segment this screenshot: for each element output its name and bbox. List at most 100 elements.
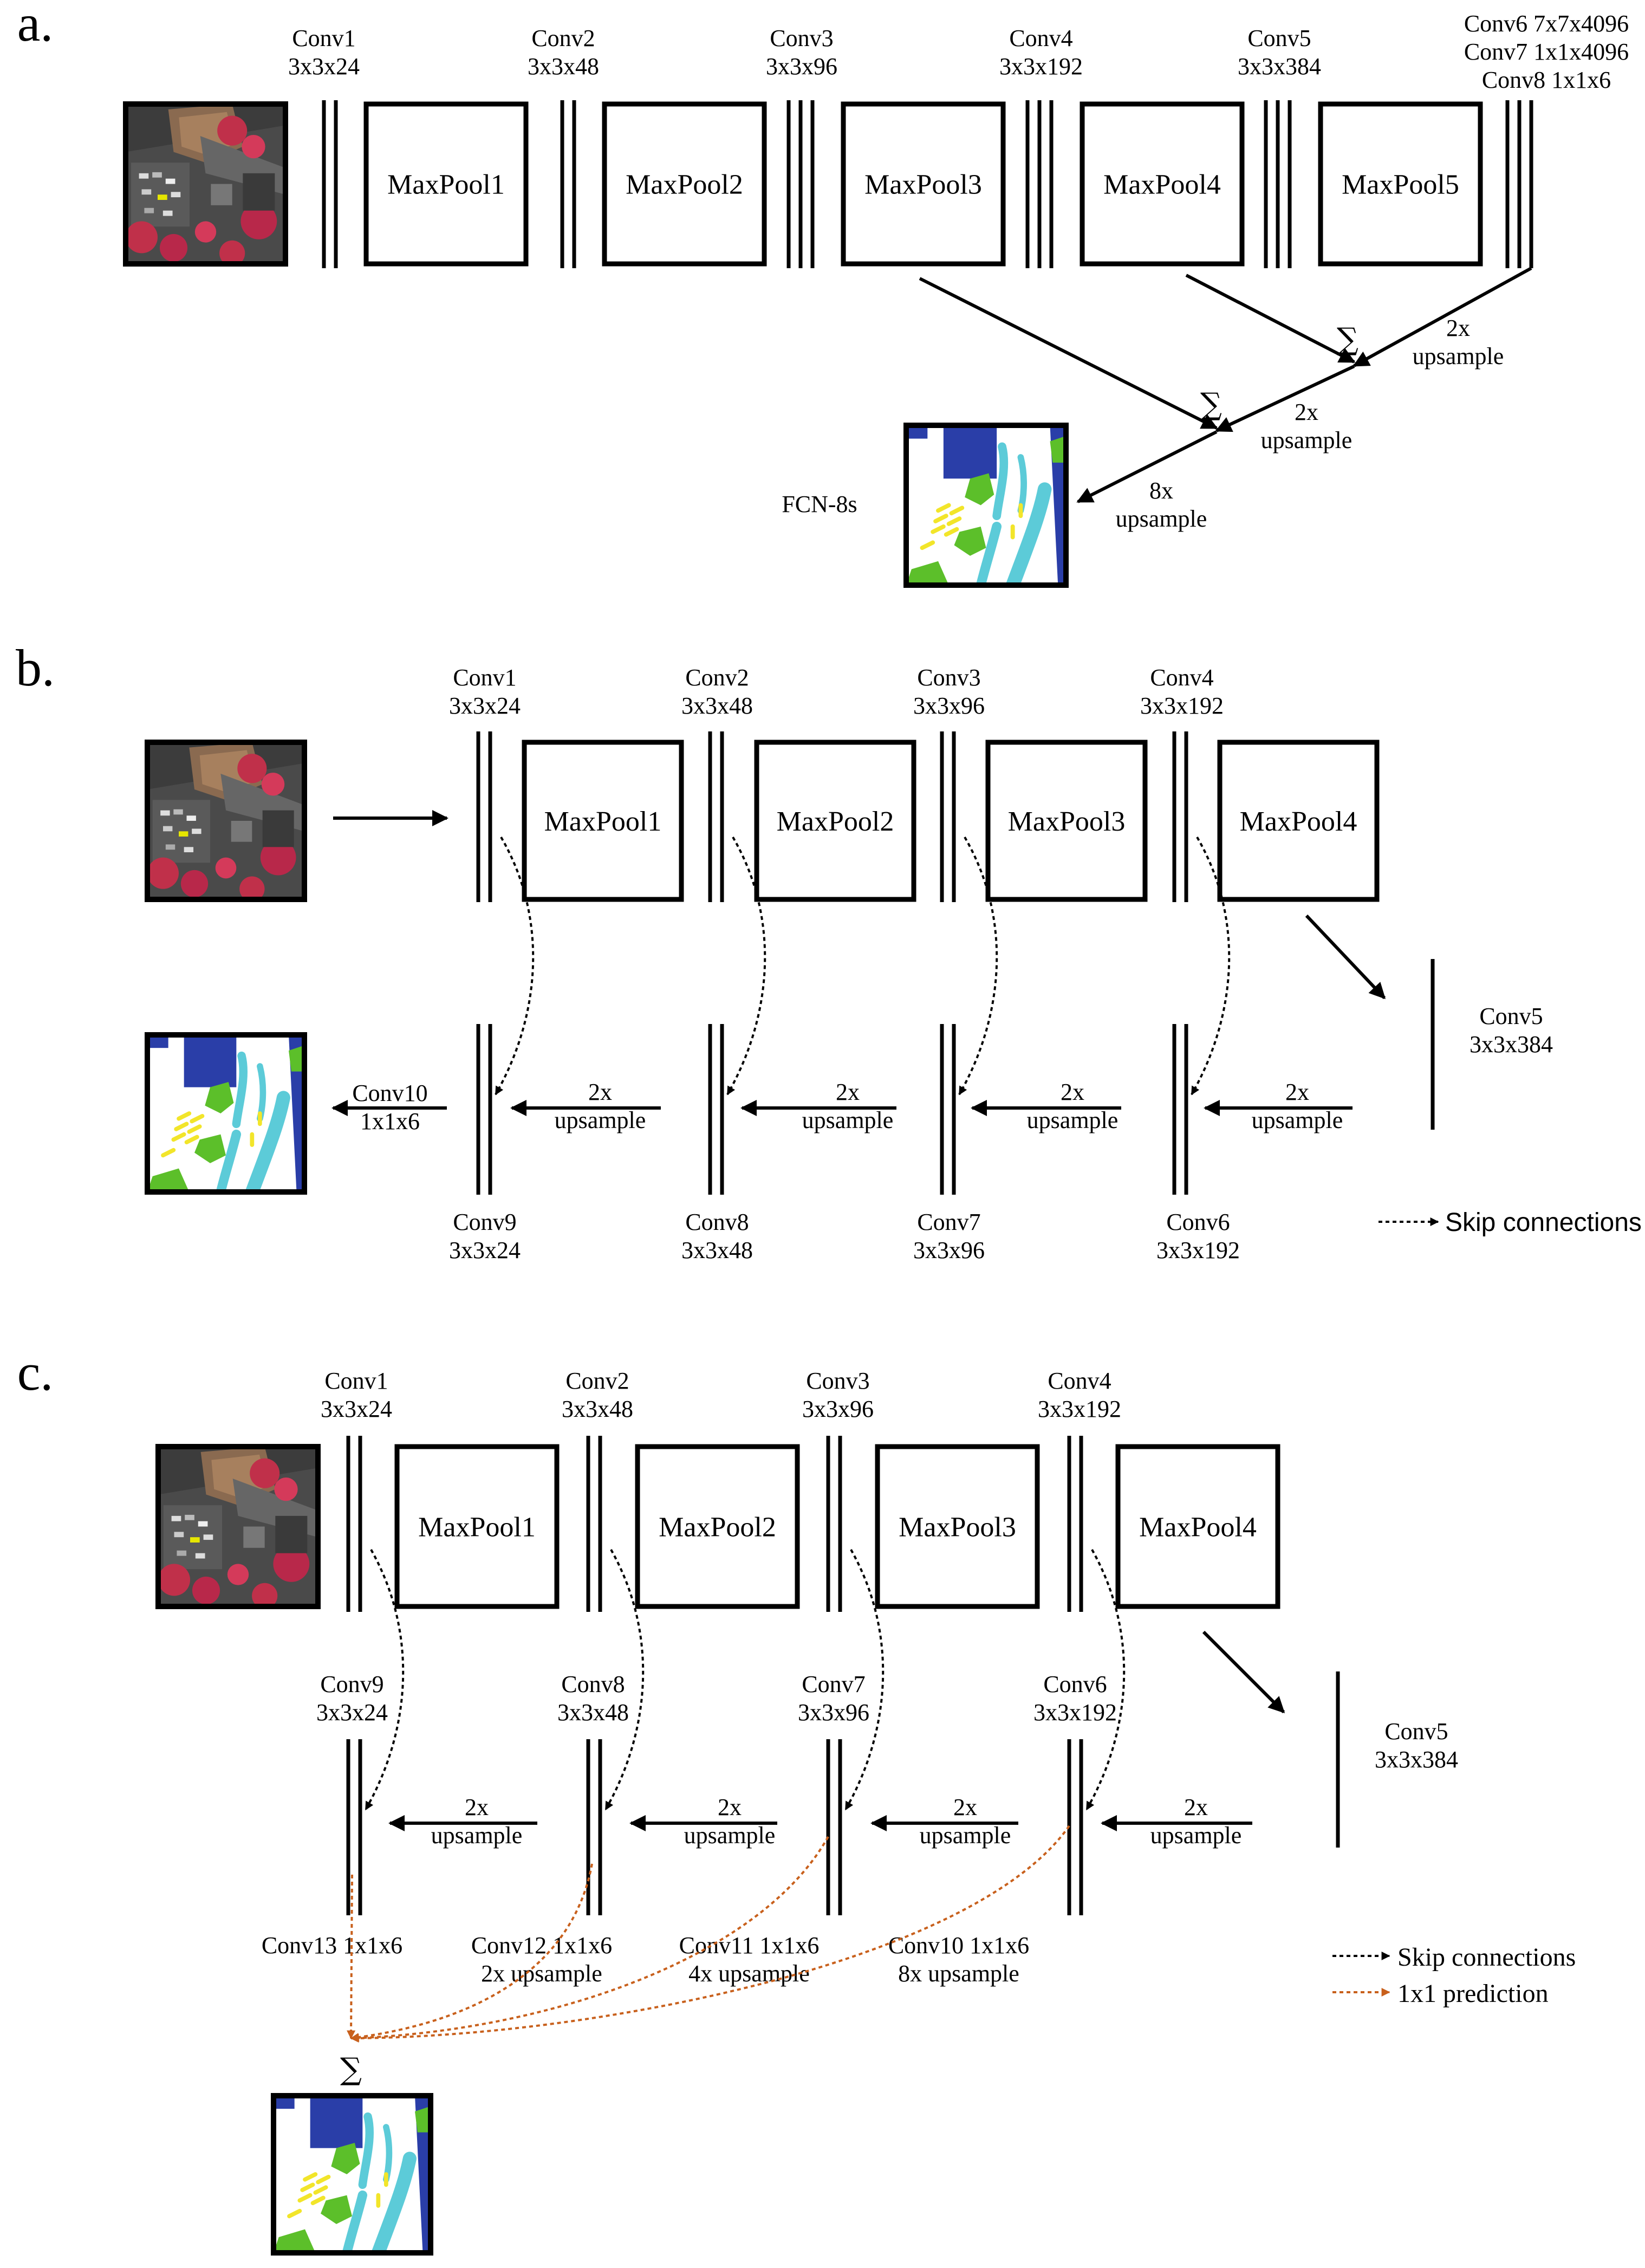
pool3-to-sum2-arrow bbox=[919, 277, 1218, 430]
enc-conv4-label-b-dims: 3x3x192 bbox=[1140, 692, 1224, 719]
upsample-label-c-2-word: upsample bbox=[920, 1822, 1011, 1849]
sum2-to-output-arrow bbox=[1076, 430, 1218, 503]
output-image-c bbox=[274, 2096, 431, 2253]
output-image-a bbox=[906, 425, 1066, 585]
conv5-label-a-dims: 3x3x384 bbox=[1238, 53, 1321, 80]
maxpool3-a-label: MaxPool3 bbox=[864, 170, 982, 200]
enc-conv2-label-b-dims: 3x3x48 bbox=[681, 692, 753, 719]
maxpool1-b bbox=[522, 740, 684, 902]
maxpool1-a bbox=[363, 101, 529, 267]
dec-conv4-label-c-dims: 3x3x192 bbox=[1033, 1699, 1117, 1726]
pred-upsample-label-c-2: 2x upsample bbox=[481, 1960, 602, 1987]
input-image-b bbox=[147, 742, 304, 899]
sum1-to-sum2-arrow bbox=[1215, 365, 1355, 432]
upsample-label-b-3-word: upsample bbox=[802, 1107, 894, 1133]
conv3-label-a-dims: 3x3x96 bbox=[766, 53, 837, 80]
pred-upsample-label-c-4: 8x upsample bbox=[898, 1960, 1019, 1987]
conv1-label-a-dims: 3x3x24 bbox=[288, 53, 360, 80]
maxpool1-a-label: MaxPool1 bbox=[387, 170, 505, 200]
dec-conv4-label-b-dims: 3x3x192 bbox=[1156, 1237, 1240, 1263]
input-image-c-frame bbox=[155, 1444, 321, 1609]
conv8-upsample-arrow bbox=[1353, 267, 1532, 367]
panel-b-letter: b. bbox=[16, 639, 55, 697]
dec-conv2-label-c-name: Conv8 bbox=[561, 1671, 625, 1697]
enc-conv2-label-b-name: Conv2 bbox=[685, 664, 749, 691]
output-image-c-frame bbox=[271, 2093, 433, 2256]
conv10-label-b-name: Conv10 bbox=[352, 1080, 427, 1106]
maxpool4-b bbox=[1217, 740, 1380, 902]
conv1-label-a-name: Conv1 bbox=[292, 25, 355, 51]
upsample-label-c-4-word: upsample bbox=[431, 1822, 523, 1849]
enc-conv1-label-c-name: Conv1 bbox=[324, 1368, 388, 1394]
fc-label-a-1: Conv6 7x7x4096 bbox=[1464, 10, 1629, 37]
upsample-2x-a2-word: upsample bbox=[1261, 427, 1353, 453]
prediction-arrow-c-2 bbox=[350, 1863, 593, 2042]
upsample-label-b-4-factor: 2x bbox=[588, 1079, 612, 1105]
pred-conv-label-c-4: Conv10 1x1x6 bbox=[888, 1932, 1029, 1959]
maxpool5-a-label: MaxPool5 bbox=[1342, 170, 1459, 200]
skip-connection-b-3 bbox=[958, 836, 998, 1096]
pred-conv-label-c-2: Conv12 1x1x6 bbox=[471, 1932, 612, 1959]
prediction-arrow-c-3 bbox=[350, 1836, 829, 2043]
bottleneck-label-c-dims: 3x3x384 bbox=[1375, 1746, 1458, 1773]
maxpool5-a bbox=[1318, 101, 1483, 267]
maxpool3-b bbox=[985, 740, 1148, 902]
enc-conv1-label-c-dims: 3x3x24 bbox=[321, 1396, 392, 1422]
upsample-8x-a-factor: 8x bbox=[1149, 477, 1173, 504]
skip-connection-c-4 bbox=[1085, 1549, 1126, 1811]
prediction-arrow-c-1 bbox=[347, 1874, 356, 2039]
enc-conv2-label-c-dims: 3x3x48 bbox=[562, 1396, 633, 1422]
dec-conv2-label-b-dims: 3x3x48 bbox=[681, 1237, 753, 1263]
upsample-label-c-1-factor: 2x bbox=[1184, 1794, 1208, 1820]
skip-connection-c-1 bbox=[365, 1549, 405, 1811]
upsample-label-b-1-factor: 2x bbox=[1285, 1079, 1309, 1105]
conv2-label-a-dims: 3x3x48 bbox=[528, 53, 599, 80]
maxpool4-c-label: MaxPool4 bbox=[1139, 1512, 1257, 1543]
upsample-2x-a2-factor: 2x bbox=[1295, 399, 1318, 425]
panel-a-letter: a. bbox=[17, 0, 54, 52]
maxpool4-b-label: MaxPool4 bbox=[1240, 806, 1357, 837]
dec-conv1-label-c-name: Conv9 bbox=[320, 1671, 383, 1697]
upsample-label-b-1-word: upsample bbox=[1252, 1107, 1343, 1133]
conv4-label-a-name: Conv4 bbox=[1009, 25, 1072, 51]
pool4-to-sum1-arrow bbox=[1185, 274, 1356, 364]
enc-conv3-label-b-name: Conv3 bbox=[917, 664, 980, 691]
skip-connection-b-1 bbox=[495, 836, 535, 1096]
maxpool3-c bbox=[875, 1444, 1040, 1609]
maxpool1-b-label: MaxPool1 bbox=[544, 806, 662, 837]
upsample-label-b-2-word: upsample bbox=[1027, 1107, 1119, 1133]
maxpool3-b-label: MaxPool3 bbox=[1008, 806, 1126, 837]
maxpool3-c-label: MaxPool3 bbox=[899, 1512, 1016, 1543]
output-image-b bbox=[147, 1035, 304, 1192]
conv5-label-a-name: Conv5 bbox=[1247, 25, 1311, 51]
upsample-label-c-3-word: upsample bbox=[684, 1822, 776, 1849]
legend-pred-label-c: 1x1 prediction bbox=[1397, 1979, 1549, 2008]
skip-connection-b-4 bbox=[1191, 836, 1231, 1096]
upsample-label-c-3-factor: 2x bbox=[718, 1794, 742, 1820]
enc-conv1-label-b-dims: 3x3x24 bbox=[449, 692, 521, 719]
dec-conv3-label-b-name: Conv7 bbox=[917, 1209, 980, 1235]
pred-conv-label-c-3: Conv11 1x1x6 bbox=[679, 1932, 820, 1959]
fc-label-a-3: Conv8 1x1x6 bbox=[1482, 67, 1611, 93]
conv4-label-a-dims: 3x3x192 bbox=[999, 53, 1083, 80]
bottleneck-label-b-name: Conv5 bbox=[1479, 1003, 1543, 1029]
pred-upsample-label-c-3: 4x upsample bbox=[688, 1960, 810, 1987]
maxpool2-a bbox=[602, 101, 767, 267]
enc-conv3-label-c-name: Conv3 bbox=[806, 1368, 869, 1394]
upsample-label-c-1-word: upsample bbox=[1150, 1822, 1242, 1849]
maxpool4-c bbox=[1115, 1444, 1280, 1609]
maxpool2-c-label: MaxPool2 bbox=[659, 1512, 776, 1543]
panel-c-letter: c. bbox=[17, 1343, 54, 1401]
dec-conv4-label-b-name: Conv6 bbox=[1166, 1209, 1230, 1235]
dec-conv3-label-c-name: Conv7 bbox=[802, 1671, 865, 1697]
maxpool2-c bbox=[635, 1444, 800, 1609]
conv2-label-a-name: Conv2 bbox=[531, 25, 595, 51]
to-bottleneck-arrow-c bbox=[1202, 1630, 1285, 1714]
input-image-b-frame bbox=[145, 740, 307, 902]
maxpool1-c-label: MaxPool1 bbox=[418, 1512, 536, 1543]
input-image-a bbox=[126, 104, 285, 264]
sum-symbol-1-a: ∑ bbox=[1337, 322, 1358, 357]
skip-connection-c-2 bbox=[604, 1549, 645, 1811]
maxpool4-a-label: MaxPool4 bbox=[1103, 170, 1221, 200]
